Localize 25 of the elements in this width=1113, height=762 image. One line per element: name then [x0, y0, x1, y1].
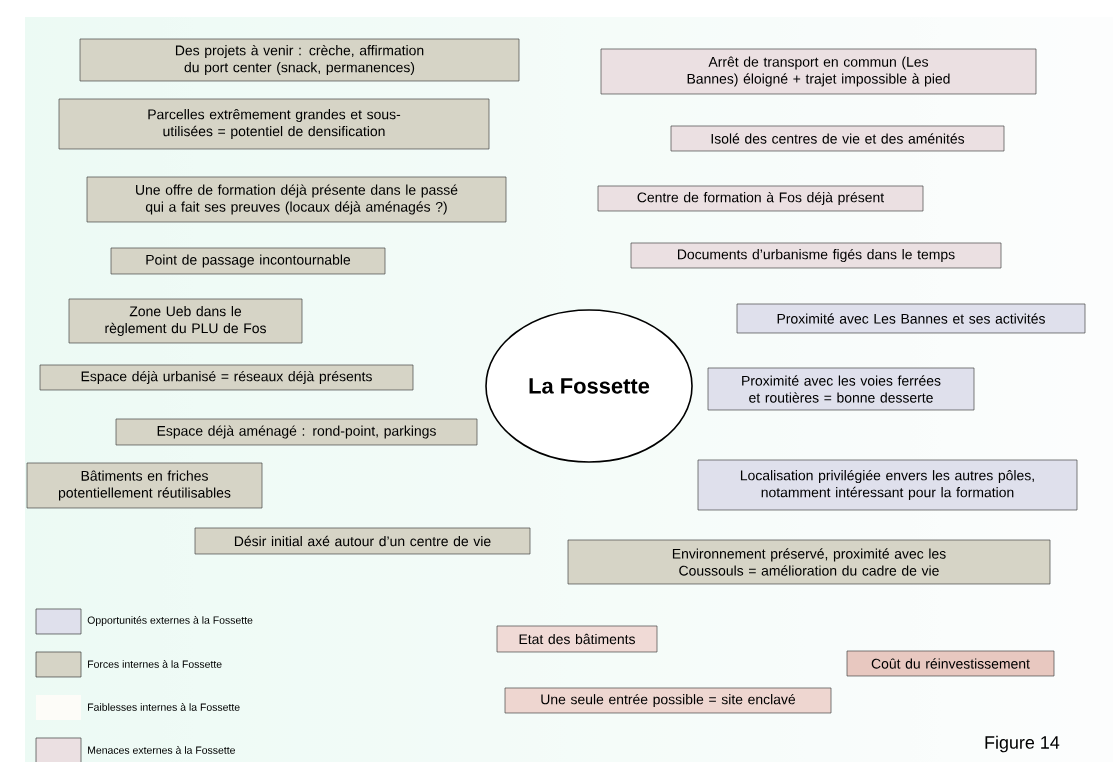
text-box: Des projets à venir : crèche, affirmation du port center (snack, permanences): [79, 38, 520, 82]
text-box: Point de passage incontournable: [110, 247, 386, 275]
legend-label: Forces internes à la Fossette: [88, 660, 222, 668]
text-box: Documents d’urbanisme figés dans le temps: [630, 242, 1002, 269]
text-box: Une offre de formation déjà présente dans le passé qui a fait ses preuves (locaux déjà aménagés ?): [86, 176, 507, 223]
text-box: Espace déjà aménagé : rond-point, parkings: [115, 418, 478, 446]
text-box: Localisation privilégiée envers les autres pôles, notamment intéressant pour la formation: [697, 459, 1078, 511]
legend-label: Opportunités externes à la Fossette: [87, 616, 253, 626]
text-box: Espace déjà urbanisé = réseaux déjà présents: [39, 364, 414, 391]
text-box: Proximité avec les voies ferrées et routières = bonne desserte: [707, 367, 975, 411]
legend-label: Menaces externes à la Fossette: [88, 746, 235, 754]
text-box: Désir initial axé autour d’un centre de vie: [194, 527, 531, 555]
caption: Figure 14: [985, 735, 1060, 753]
text-box: Isolé des centres de vie et des aménités: [670, 125, 1005, 152]
text-box: Zone Ueb dans le règlement du PLU de Fos: [68, 298, 303, 344]
legend-label: Faiblesses internes à la Fossette: [88, 703, 240, 711]
text-box: Une seule entrée possible = site enclavé: [504, 687, 832, 714]
text-box: Centre de formation à Fos déjà présent: [597, 185, 924, 212]
text-box: Arrêt de transport en commun (Les Bannes) éloigné + trajet impossible à pied: [600, 48, 1037, 95]
text-box: Proximité avec Les Bannes et ses activités: [736, 303, 1086, 334]
text-box: Bâtiments en friches potentiellement réutilisables: [26, 462, 263, 509]
text-box: Environnement préservé, proximité avec les Coussouls = amélioration du cadre de vie: [567, 539, 1051, 585]
text-box: Parcelles extrêmement grandes et sous-utilisées = potentiel de densification: [58, 98, 490, 150]
text-box: Etat des bâtiments: [496, 625, 658, 653]
text-box: Coût du réinvestissement: [846, 650, 1055, 677]
